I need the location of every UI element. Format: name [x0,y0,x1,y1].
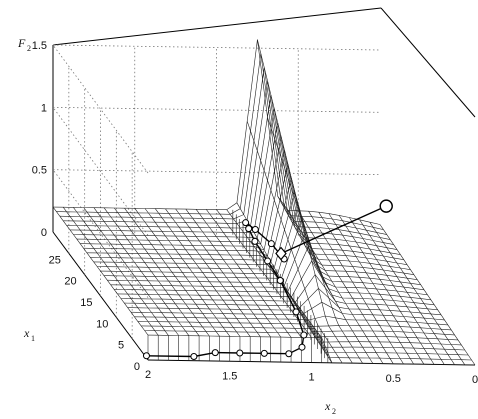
mesh-column [277,196,374,364]
trajectory [142,199,393,360]
mesh-column [73,207,169,336]
y-tick-label: 15 [80,297,92,309]
mesh-column [83,207,179,336]
trajectory-point [298,343,306,351]
grid-line-z-left [52,169,149,298]
trajectory-point [211,349,219,357]
x-axis-label: x 2 [324,399,336,416]
mesh-column [349,217,445,365]
mesh-row [110,274,438,311]
x-axis-label-main: x [324,399,331,413]
x-tick-label: 1.5 [222,370,237,382]
grid-lines [52,44,381,339]
mesh-column [308,211,404,365]
y-tick-label: 0 [134,361,140,373]
mesh-column [298,210,394,364]
trajectory-point [245,225,253,233]
x-tick-label: 2 [145,369,151,381]
mesh-column [154,208,251,337]
right-top-edge [380,7,476,118]
y-axis-label-main: x [23,326,30,340]
mesh-column [257,39,353,364]
z-axis-ticks: 0 0.5 1 1.5 [32,40,47,239]
mesh-column [134,208,231,337]
mesh-column [246,121,343,364]
mesh-column [124,208,220,337]
back-top-edge [52,7,382,46]
z-axis-label-subscript: 2 [27,44,31,53]
y-tick-label: 20 [64,276,76,288]
mesh-row [120,298,448,326]
trajectory-jump-line [280,205,387,255]
y-axis-label-subscript: 1 [31,334,35,343]
trajectory-point [251,226,259,234]
mesh-column [62,207,159,336]
mesh-row [117,293,445,321]
z-tick-label: 0.5 [32,165,47,177]
y-tick-label: 25 [49,254,61,266]
trajectory-point [264,257,272,265]
mesh-column [93,207,190,336]
mesh-column [114,207,210,337]
trajectory-point [292,308,300,316]
x-tick-label: 0 [472,374,478,386]
mesh-column [103,207,200,336]
y-tick-label: 10 [96,318,108,330]
z-axis-label: F 2 [17,36,31,53]
mesh-column [226,209,322,338]
mesh-column [216,209,312,338]
z-tick-label: 1 [41,102,47,114]
mesh-column [165,208,261,337]
grid-line-z [52,169,381,176]
grid-line-z [52,44,381,51]
trajectory-point [300,331,308,339]
mesh-column [379,224,476,366]
mesh-column [338,215,435,365]
mesh-column [287,210,384,364]
mesh-column [175,208,271,338]
z-tick-label: 1.5 [32,40,47,52]
mesh-column [318,212,414,365]
y-tick-label: 5 [118,340,124,352]
mesh-row [69,108,398,250]
trajectory-point [142,352,150,360]
mesh-row [56,53,384,230]
trajectory-point [190,352,198,360]
mesh-column [206,209,302,338]
mesh-column [52,206,149,336]
x-tick-label: 0.5 [386,373,401,385]
trajectory-point [260,349,268,357]
trajectory-point [251,237,259,245]
axes-box [52,7,476,366]
z-axis-label-main: F [17,36,26,50]
grid-line-z-left [52,44,149,174]
trajectory-point [242,219,250,227]
mesh-column [267,117,363,364]
trajectory-point [236,349,244,357]
x-axis-ticks: 2 1.5 1 0.5 0 [145,369,478,386]
trajectory-point [285,350,293,358]
end-diamond-marker [275,246,287,261]
y-axis-label: x 1 [23,326,35,343]
mesh-row [80,150,408,265]
mesh-row [66,94,394,245]
x-tick-label: 1 [308,372,314,384]
trajectory-point [276,277,284,285]
end-circle-marker [379,199,393,213]
mesh-column [328,213,425,365]
mesh-column [359,219,455,365]
mesh-column [369,222,466,365]
mesh-column [144,208,241,337]
surface-mesh [52,39,476,366]
z-tick-label: 0 [41,227,47,239]
x-axis-label-subscript: 2 [332,407,336,416]
trajectory-point [267,240,275,248]
mesh-column [185,208,282,338]
mesh-column [195,209,292,338]
mesh-row [52,39,381,225]
grid-line-z [52,106,381,113]
